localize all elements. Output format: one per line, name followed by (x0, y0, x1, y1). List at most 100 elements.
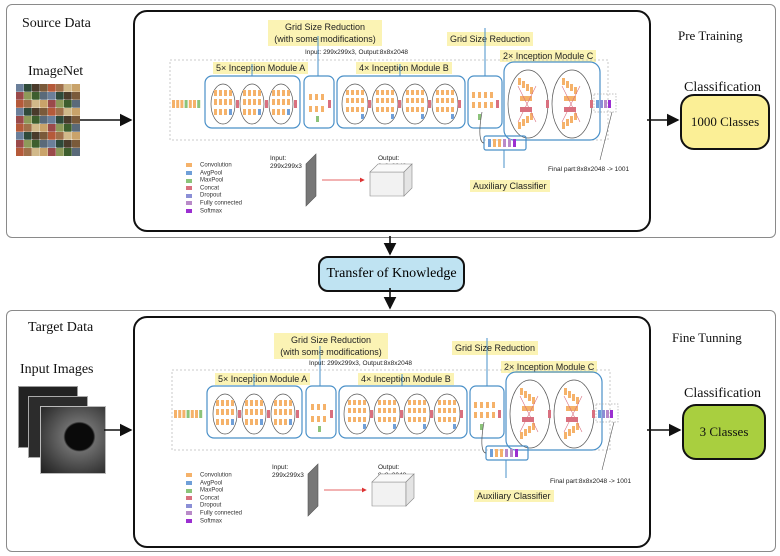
layer-block (418, 408, 421, 413)
layer-block (492, 412, 495, 418)
layer-block (472, 102, 475, 108)
output-classes-label: 3 Classes (699, 424, 749, 439)
layer-block (438, 400, 441, 405)
legend-label: Concat (200, 495, 220, 502)
legend-label: Dropout (200, 192, 222, 199)
concat-layer (496, 100, 499, 108)
transfer-of-knowledge-label: Transfer of Knowledge (326, 266, 457, 281)
layer-block (451, 90, 454, 95)
layer-block (231, 409, 234, 415)
layer-block (348, 417, 351, 422)
layer-block (378, 408, 381, 413)
inception-a-block (212, 393, 238, 435)
layer-block (356, 98, 359, 103)
layer-block (562, 122, 565, 129)
stem-layer (180, 100, 184, 108)
ultrasound-image-stack (18, 386, 108, 478)
layer-block (526, 96, 529, 101)
legend-swatch (186, 163, 192, 168)
layer-block (289, 409, 292, 415)
stem-layer (176, 100, 180, 108)
legend-label: Convolution (200, 472, 232, 479)
layer-block (289, 400, 292, 406)
layer-block (413, 400, 416, 405)
layer-block (243, 109, 246, 115)
inception-b-block (431, 83, 459, 125)
layer-block (284, 409, 287, 415)
layer-block (248, 99, 251, 105)
concat-layer (498, 410, 501, 418)
legend-label: Fully connected (200, 200, 243, 207)
aux-layer (493, 139, 496, 147)
inception-c-cross (561, 85, 581, 123)
legend-item: Convolution (186, 156, 232, 168)
layer-block (378, 417, 381, 422)
layer-block (321, 106, 324, 112)
legend-item: Fully connected (186, 194, 242, 206)
layer-block (453, 400, 456, 405)
layer-block (576, 423, 579, 430)
layer-block (451, 98, 454, 103)
final-part-leader (599, 111, 613, 161)
layer-block (436, 107, 439, 112)
layer-block (448, 400, 451, 405)
inception-b-block (401, 83, 429, 125)
concat-layer (546, 100, 549, 108)
layer-block (472, 92, 475, 98)
layer-block (287, 99, 290, 105)
layer-block (224, 109, 227, 115)
layer-block (388, 400, 391, 405)
layer-block (441, 90, 444, 95)
legend-swatch (186, 488, 192, 493)
layer-block (575, 417, 578, 422)
inception-a-block (241, 393, 267, 435)
inception-c-cross (517, 85, 537, 123)
layer-block (490, 102, 493, 108)
layer-block (287, 109, 290, 115)
layer-block (438, 417, 441, 422)
layer-block (480, 402, 483, 408)
layer-block (214, 109, 217, 115)
source-data-title: Source Data (22, 16, 91, 31)
legend-swatch (186, 518, 192, 523)
layer-block (453, 408, 456, 413)
layer-block (323, 404, 326, 410)
layer-block (363, 408, 366, 413)
layer-block (219, 109, 222, 115)
layer-block (529, 107, 532, 112)
grid-reduction-1-box (303, 75, 335, 129)
stem-layer (184, 100, 188, 108)
layer-block (391, 90, 394, 95)
legend-label: MaxPool (200, 177, 224, 184)
layer-block (258, 90, 261, 96)
layer-block (572, 426, 575, 433)
layer-block (229, 99, 232, 105)
stem-layer (190, 410, 194, 418)
layer-block (573, 96, 576, 101)
concat-layer (238, 410, 241, 418)
legend-label: MaxPool (200, 487, 224, 494)
classification-heading-top: Classification (684, 80, 761, 95)
layer-block (564, 432, 567, 439)
layer-block (376, 90, 379, 95)
layer-block (474, 412, 477, 418)
aux-layer (505, 449, 508, 457)
layer-block (522, 119, 525, 126)
output-classes-label: 1000 Classes (690, 114, 760, 129)
grid-reduction-label-2-top: Grid Size Reduction (447, 32, 534, 46)
inception-c-block (551, 69, 593, 139)
module-b-label-top: 4× Inception Module B (356, 62, 452, 74)
layer-block (529, 96, 532, 101)
layer-block (532, 423, 535, 430)
aux-layer (500, 449, 503, 457)
layer-block (226, 409, 229, 415)
layer-block (226, 419, 229, 425)
layer-block (383, 400, 386, 405)
layer-block (570, 116, 573, 123)
inception-b-block (433, 393, 461, 435)
layer-block (282, 99, 285, 105)
imagenet-mosaic-image (15, 83, 81, 157)
aux-layer (515, 449, 518, 457)
concat-layer (265, 100, 268, 108)
legend-label: Softmax (200, 207, 223, 214)
